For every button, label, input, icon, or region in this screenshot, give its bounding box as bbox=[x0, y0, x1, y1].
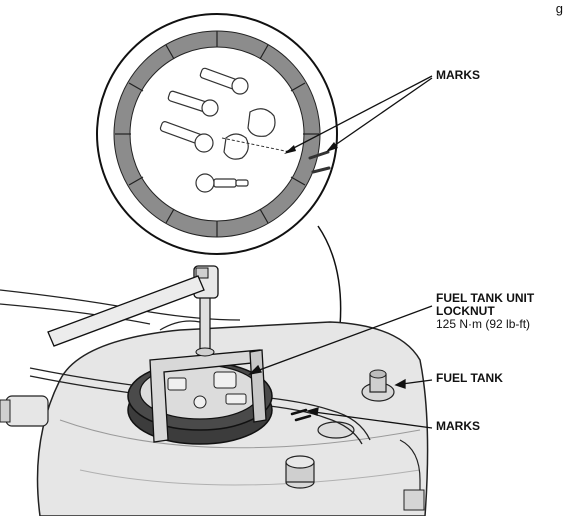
detail-magnifier bbox=[96, 13, 338, 255]
fuel-tank-label: FUEL TANK bbox=[436, 371, 503, 385]
corner-text: g bbox=[555, 1, 563, 16]
alignment-marks-tank bbox=[290, 408, 312, 422]
torque-spec: 125 N·m (92 lb-ft) bbox=[436, 317, 531, 331]
tank-outlet bbox=[285, 455, 315, 489]
marks-leader-bottom bbox=[313, 411, 433, 429]
alignment-marks-detail bbox=[308, 150, 331, 174]
marks-leader-top bbox=[285, 75, 433, 153]
tank-bolt bbox=[361, 369, 395, 402]
marks-label-bottom: MARKS bbox=[436, 419, 480, 433]
locknut-wrench-tool bbox=[47, 265, 267, 443]
marks-label-top: MARKS bbox=[436, 68, 480, 82]
fuel-tank-leader bbox=[401, 379, 433, 385]
locknut-leader bbox=[253, 305, 433, 373]
locknut-label-line2: LOCKNUT bbox=[436, 304, 495, 318]
internal-fittings bbox=[159, 67, 276, 193]
locknut-label-line1: FUEL TANK UNIT bbox=[436, 291, 535, 305]
